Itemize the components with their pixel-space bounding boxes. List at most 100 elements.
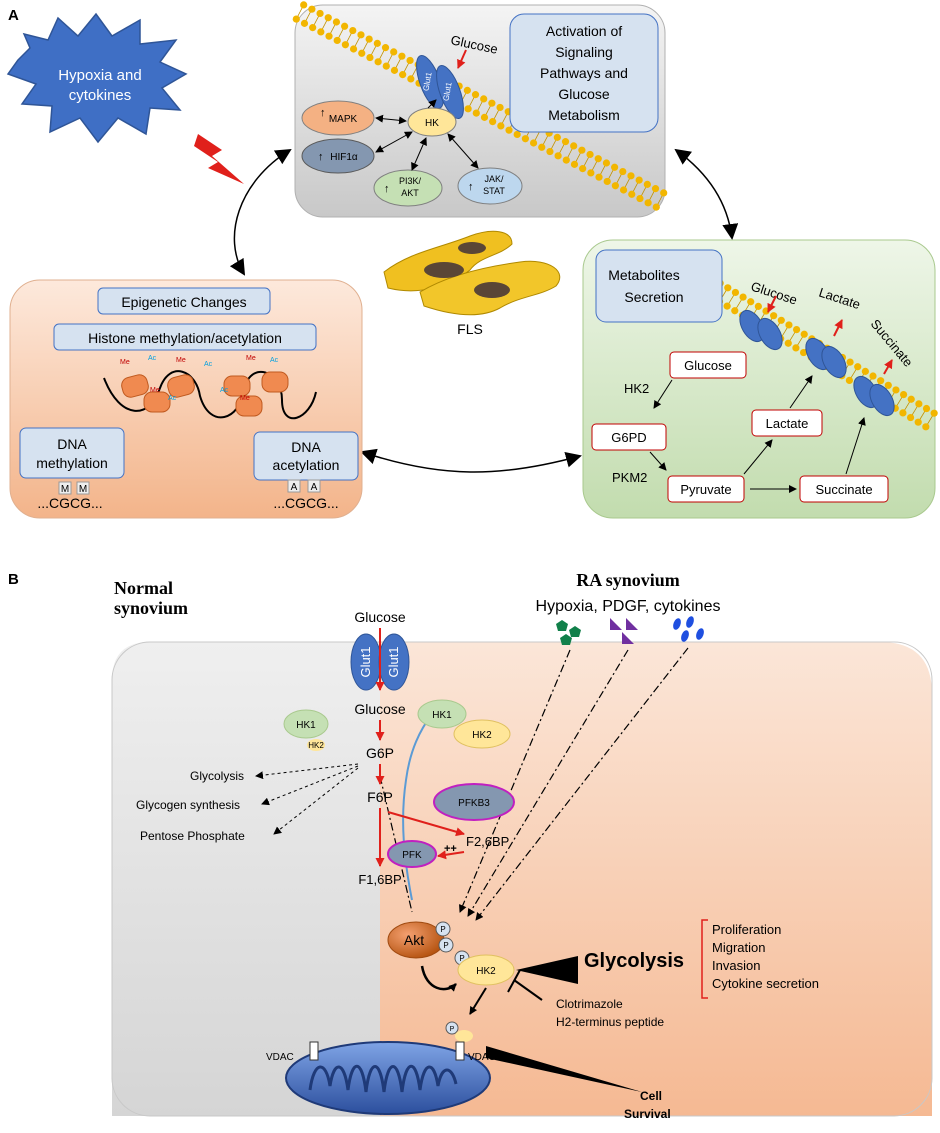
pfk-node xyxy=(387,840,437,868)
dna-methylation-label: DNA xyxy=(57,436,87,452)
ac-mark: Ac xyxy=(168,395,177,402)
methyl-mark: M xyxy=(79,484,87,495)
hypoxia-icon xyxy=(556,620,581,645)
metabolites-title: Secretion xyxy=(624,289,683,305)
lipid-head xyxy=(799,348,808,357)
lipid-head xyxy=(603,177,611,186)
inhibitor-label: H2-terminus peptide xyxy=(556,1015,664,1029)
lipid-head xyxy=(800,330,808,338)
signaling-title-box xyxy=(509,13,659,133)
lipid-head xyxy=(635,176,643,184)
lipid-head xyxy=(365,35,373,43)
cell-membrane-top xyxy=(292,1,668,211)
lipid-head xyxy=(390,66,399,74)
lipid-head xyxy=(341,41,349,49)
vdac-label: VDAC xyxy=(468,1052,496,1063)
pfkb3-node xyxy=(433,783,515,821)
lipid-head xyxy=(915,400,923,408)
inhibition-line xyxy=(513,979,543,1001)
phospho-icon xyxy=(435,921,451,937)
succinate-node xyxy=(799,475,889,503)
lipid-head xyxy=(471,91,480,99)
me-mark: Me xyxy=(176,357,186,364)
lactate-label: Lactate xyxy=(766,416,809,431)
up-arrow-icon: ↑ xyxy=(320,107,326,119)
hk1-label: HK1 xyxy=(296,720,316,731)
hif1a-label: HIF1α xyxy=(330,152,358,163)
lipid-head xyxy=(611,163,619,171)
glut1-label: Glut1 xyxy=(441,81,453,102)
lipid-head xyxy=(489,118,497,126)
lipid-head xyxy=(594,155,602,163)
hif1a-node xyxy=(301,138,375,174)
lipid-head xyxy=(464,105,472,113)
lipid-head xyxy=(300,1,308,9)
panel-b-label: B xyxy=(8,571,19,588)
lipid-head xyxy=(644,199,652,207)
p-label: P xyxy=(443,941,448,950)
metabolites-title: Metabolites xyxy=(608,267,680,283)
me-mark: Me xyxy=(150,387,160,394)
signaling-title-line: Glucose xyxy=(558,86,610,102)
up-arrow-icon: ↑ xyxy=(384,183,390,195)
lactate-node xyxy=(751,409,823,437)
lipid-head xyxy=(892,386,900,394)
p-label: P xyxy=(450,1026,455,1033)
cell-survival-label: Survival xyxy=(624,1107,671,1121)
translocation-arrow xyxy=(402,713,433,901)
lipid-head xyxy=(381,44,390,52)
lipid-head xyxy=(754,302,762,310)
lipid-head xyxy=(300,19,309,27)
lipid-head xyxy=(785,321,793,329)
hk2-label: HK2 xyxy=(476,966,496,977)
phospho-icon xyxy=(438,937,454,953)
glut1-label: Glut1 xyxy=(358,646,373,677)
lipid-head xyxy=(595,173,603,181)
outcome-item: Migration xyxy=(712,940,765,955)
lipid-head xyxy=(922,423,930,431)
pfk-label: PFK xyxy=(402,850,422,861)
lipid-head xyxy=(292,15,300,23)
glucose-node-label: Glucose xyxy=(684,358,732,373)
lipid-head xyxy=(907,395,915,403)
stat-label: STAT xyxy=(483,186,505,196)
hk1-label: HK1 xyxy=(432,710,452,721)
lipid-head xyxy=(554,152,562,160)
outcome-bracket xyxy=(701,919,708,999)
lipid-head xyxy=(382,62,390,70)
lipid-head xyxy=(513,130,521,139)
lipid-head xyxy=(496,103,504,112)
lipid-head xyxy=(407,75,415,83)
g6pd-node xyxy=(591,423,667,451)
signaling-title-line: Metabolism xyxy=(548,107,620,123)
survival-wedge xyxy=(486,1046,642,1092)
vdac-label: VDAC xyxy=(266,1052,294,1063)
signaling-title-line: Signaling xyxy=(555,44,613,60)
pentose-label: Pentose Phosphate xyxy=(140,829,245,843)
hk2-node xyxy=(457,954,515,986)
pkm2-label: PKM2 xyxy=(612,470,647,485)
glycolysis-label: Glycolysis xyxy=(584,950,684,972)
lipid-head xyxy=(399,71,407,79)
lipid-head xyxy=(731,307,739,315)
jak-label: JAK/ xyxy=(484,174,504,184)
lipid-head xyxy=(845,376,854,385)
activation-arrow xyxy=(420,965,457,992)
dna-acetylation-label: acetylation xyxy=(273,457,340,473)
lipid-head xyxy=(792,344,800,352)
lipid-head xyxy=(480,95,488,103)
lipid-head xyxy=(553,133,561,141)
lipid-head xyxy=(739,293,747,301)
hk-label: HK xyxy=(425,118,439,129)
ac-mark: Ac xyxy=(220,387,229,394)
pyruvate-node xyxy=(667,475,745,503)
lipid-head xyxy=(325,32,333,40)
f16bp-label: F1,6BP xyxy=(358,872,401,887)
fls-label: FLS xyxy=(457,321,483,337)
stimuli-label: Hypoxia, PDGF, cytokines xyxy=(536,598,721,615)
glucose-node xyxy=(669,351,747,379)
ra-label: RA synovium xyxy=(576,570,680,590)
akt-label: AKT xyxy=(401,188,419,198)
signaling-box: Glut1 Glut1 Glucose Activation of Signal… xyxy=(292,1,668,218)
